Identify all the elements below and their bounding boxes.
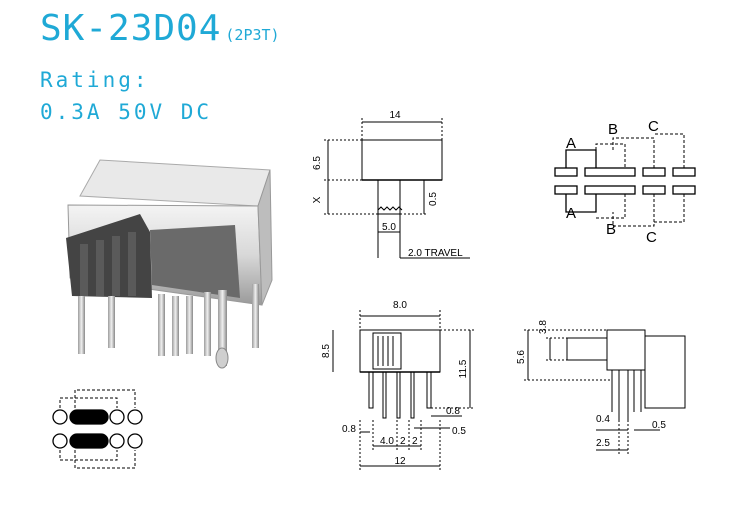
front-pin-w: 0.5 — [452, 426, 466, 437]
rating-block: Rating: 0.3A 50V DC — [40, 64, 212, 128]
pin-layout-diagram — [52, 389, 143, 469]
top-lever-width-label: 5.0 — [382, 222, 396, 233]
top-width-label: 14 — [389, 110, 401, 121]
rating-value: 0.3A 50V DC — [40, 100, 213, 124]
pole-config: (2P3T) — [225, 26, 280, 44]
model-number: SK-23D04 — [40, 8, 222, 49]
front-pin-thk-left: 0.8 — [342, 424, 356, 435]
side-body-h-label: 5.6 — [516, 350, 527, 364]
travel-label: 2.0 TRAVEL — [408, 248, 463, 259]
pole-label-a-bottom: A — [566, 205, 576, 222]
front-left-height-label: 8.5 — [321, 344, 332, 358]
side-pin-d-label: 0.4 — [596, 414, 610, 425]
side-view-drawing — [524, 329, 686, 455]
top-x-label: X — [312, 196, 323, 203]
front-right-height-label: 11.5 — [458, 359, 469, 378]
pole-label-b-bottom: B — [606, 221, 616, 238]
pole-label-c-top: C — [648, 118, 659, 135]
switch-schematic — [554, 133, 696, 227]
front-pitch-2: 2 — [400, 436, 406, 447]
front-top-width-label: 8.0 — [393, 300, 407, 311]
pole-label-b-top: B — [608, 121, 618, 138]
top-lever-label: 0.5 — [428, 192, 439, 206]
switch-photo — [66, 159, 273, 369]
product-title: SK-23D04(2P3T) — [40, 8, 280, 49]
front-pitch-1: 4.0 — [380, 436, 394, 447]
rating-label: Rating: — [40, 68, 150, 92]
front-pitch-3: 2 — [412, 436, 418, 447]
side-pitch-label: 2.5 — [596, 438, 610, 449]
side-lever-h-label: 3.8 — [538, 320, 549, 334]
front-view-drawing — [332, 310, 474, 470]
side-pin-w-label: 0.5 — [652, 420, 666, 431]
pole-label-a-top: A — [566, 135, 576, 152]
front-overall-width: 12 — [394, 456, 406, 467]
top-height-label: 6.5 — [312, 156, 323, 170]
pole-label-c-bottom: C — [646, 229, 657, 246]
top-view-drawing — [324, 118, 470, 259]
front-pin-thk-right: 0.8 — [446, 406, 460, 417]
